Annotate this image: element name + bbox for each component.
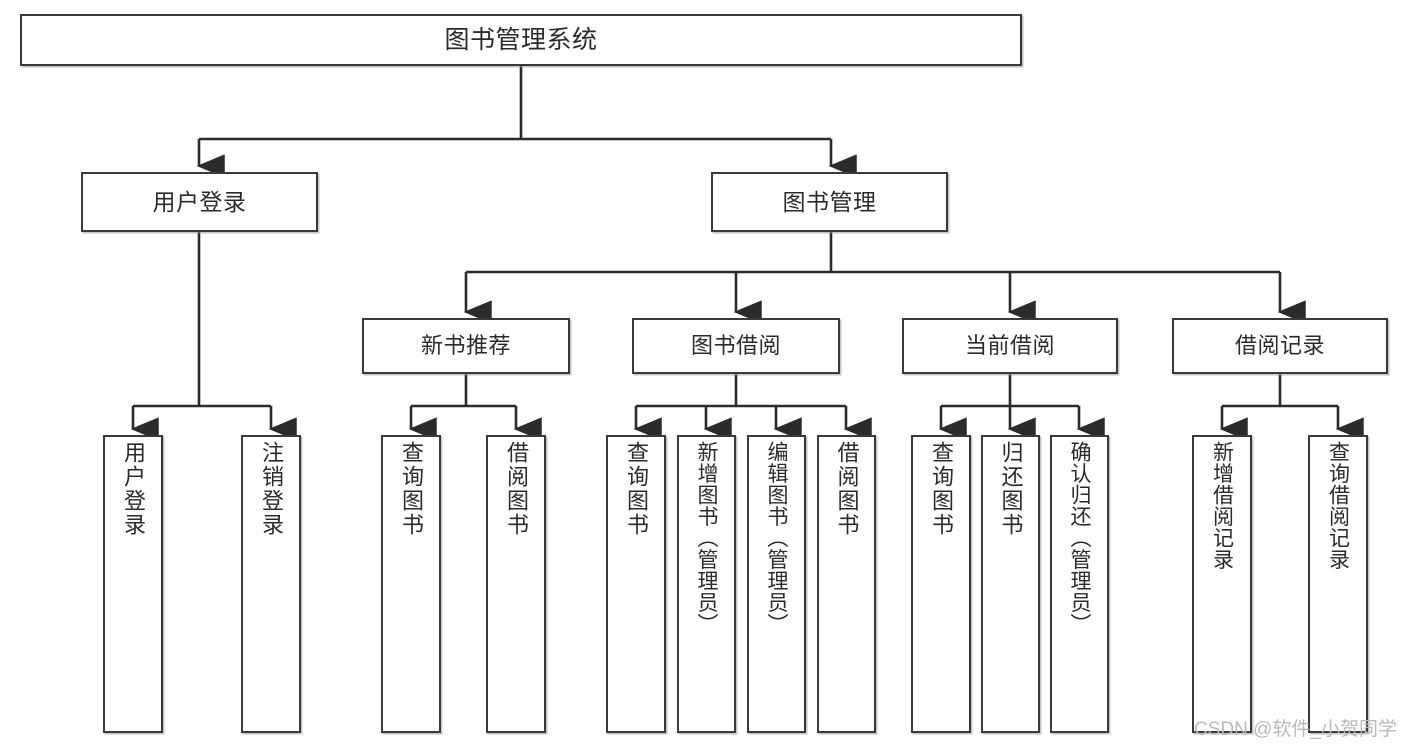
node-leaf-user-login[interactable]: 用户登录 bbox=[103, 435, 163, 733]
node-leaf-logout[interactable]: 注销登录 bbox=[241, 435, 301, 733]
node-leaf-return-book[interactable]: 归还图书 bbox=[981, 435, 1040, 733]
node-book-borrow-label: 图书借阅 bbox=[690, 333, 781, 359]
node-book-management[interactable]: 图书管理 bbox=[711, 172, 948, 232]
node-leaf-user-login-label: 用户登录 bbox=[121, 441, 146, 537]
node-leaf-confirm-return[interactable]: 确认归还（管理员） bbox=[1050, 435, 1109, 733]
node-leaf-borrow-book-2-label: 借阅图书 bbox=[834, 441, 860, 537]
node-leaf-query-record-label: 查询借阅记录 bbox=[1326, 441, 1350, 570]
node-leaf-query-record[interactable]: 查询借阅记录 bbox=[1308, 435, 1368, 733]
node-leaf-query-book-1-label: 查询图书 bbox=[399, 441, 424, 537]
node-new-book-recommend[interactable]: 新书推荐 bbox=[362, 318, 570, 374]
node-leaf-add-record[interactable]: 新增借阅记录 bbox=[1192, 435, 1252, 733]
node-root-label: 图书管理系统 bbox=[444, 25, 598, 54]
node-leaf-query-book-3[interactable]: 查询图书 bbox=[911, 435, 971, 733]
node-user-login[interactable]: 用户登录 bbox=[81, 172, 318, 232]
node-leaf-query-book-1[interactable]: 查询图书 bbox=[381, 435, 441, 733]
node-leaf-borrow-book-2[interactable]: 借阅图书 bbox=[817, 435, 876, 733]
node-leaf-logout-label: 注销登录 bbox=[259, 441, 284, 537]
watermark-text: CSDN @软件_小贺同学 bbox=[1194, 719, 1397, 740]
node-user-login-label: 用户登录 bbox=[152, 188, 247, 215]
node-leaf-edit-book-label: 编辑图书（管理员） bbox=[765, 441, 788, 635]
node-leaf-edit-book[interactable]: 编辑图书（管理员） bbox=[747, 435, 806, 733]
node-new-book-recommend-label: 新书推荐 bbox=[420, 333, 511, 359]
node-leaf-return-book-label: 归还图书 bbox=[998, 441, 1024, 537]
node-leaf-add-record-label: 新增借阅记录 bbox=[1210, 441, 1234, 570]
node-current-borrow-label: 当前借阅 bbox=[964, 333, 1055, 359]
node-current-borrow[interactable]: 当前借阅 bbox=[902, 318, 1118, 374]
node-borrow-record-label: 借阅记录 bbox=[1234, 333, 1325, 359]
node-leaf-add-book[interactable]: 新增图书（管理员） bbox=[677, 435, 736, 733]
node-leaf-query-book-2-label: 查询图书 bbox=[624, 441, 649, 537]
node-leaf-borrow-book-1-label: 借阅图书 bbox=[504, 441, 529, 537]
node-leaf-add-book-label: 新增图书（管理员） bbox=[695, 441, 718, 635]
node-book-management-label: 图书管理 bbox=[782, 188, 877, 215]
node-root[interactable]: 图书管理系统 bbox=[20, 14, 1022, 66]
node-leaf-query-book-2[interactable]: 查询图书 bbox=[606, 435, 666, 733]
node-book-borrow[interactable]: 图书借阅 bbox=[632, 318, 840, 374]
node-leaf-borrow-book-1[interactable]: 借阅图书 bbox=[486, 435, 546, 733]
node-borrow-record[interactable]: 借阅记录 bbox=[1172, 318, 1388, 374]
node-leaf-confirm-return-label: 确认归还（管理员） bbox=[1068, 441, 1091, 635]
node-leaf-query-book-3-label: 查询图书 bbox=[929, 441, 954, 537]
